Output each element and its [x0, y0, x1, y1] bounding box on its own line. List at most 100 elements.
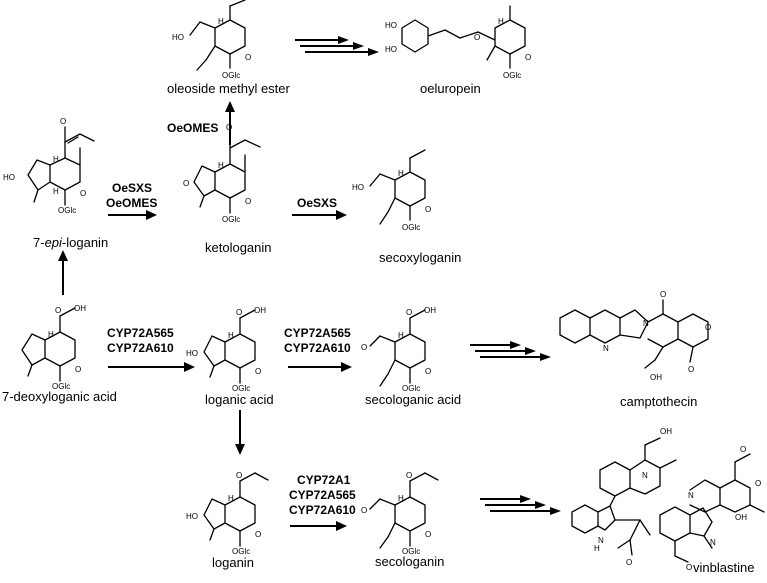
name-vinblastine: vinblastine [693, 560, 754, 575]
svg-text:O: O [660, 290, 666, 299]
svg-text:OGlc: OGlc [402, 223, 420, 232]
svg-text:OH: OH [74, 304, 86, 313]
name-secologanic-acid: secologanic acid [365, 392, 461, 407]
name-secologanin: secologanin [375, 554, 444, 569]
svg-text:O: O [361, 506, 367, 515]
svg-text:O: O [183, 179, 189, 188]
svg-text:HO: HO [352, 183, 364, 192]
arrow-oleoside-to-oeluropein [295, 36, 379, 56]
svg-text:OGlc: OGlc [222, 71, 240, 80]
structure-secologanic-acid: OH O O O OGlc H [361, 306, 436, 393]
svg-text:O: O [55, 306, 61, 315]
name-oeluropein: oeluropein [420, 81, 481, 96]
enzyme-oesxs-1: OeSXS [112, 181, 152, 195]
svg-text:N: N [643, 319, 649, 328]
svg-text:O: O [474, 33, 480, 42]
arrowhead-icon [146, 210, 157, 220]
arrow-secologanicacid-to-camptothecin [470, 341, 551, 361]
svg-text:OGlc: OGlc [52, 382, 70, 391]
svg-text:O: O [688, 365, 694, 374]
enzyme-cyp72a565-1: CYP72A565 [107, 326, 174, 340]
svg-text:O: O [425, 530, 431, 539]
structure-camptothecin: N N O O O OH [559, 290, 711, 382]
svg-text:O: O [236, 308, 242, 317]
svg-text:O: O [245, 53, 251, 62]
svg-text:OGlc: OGlc [503, 71, 521, 80]
svg-text:H: H [398, 331, 404, 340]
structure-secoxyloganin: HO O OGlc H [352, 149, 431, 232]
svg-text:OGlc: OGlc [402, 547, 420, 556]
svg-text:O: O [75, 365, 81, 374]
structure-7-deoxyloganic-acid: OH O O OGlc H [21, 304, 86, 391]
arrowhead-icon [235, 444, 245, 455]
structure-oeluropein: HO HO O O OGlc H [385, 5, 531, 80]
svg-text:OGlc: OGlc [402, 384, 420, 393]
svg-text:HO: HO [385, 45, 397, 54]
structure-vinblastine: OH N N H N N O O OH O O [571, 427, 765, 572]
svg-text:OH: OH [424, 306, 436, 315]
structure-ketologanin: O O O OGlc H [183, 123, 261, 224]
name-secoxyloganin: secoxyloganin [379, 250, 461, 265]
arrowhead-icon [58, 250, 68, 261]
svg-text:H: H [498, 17, 504, 26]
enzyme-oeomes-up: OeOMES [167, 121, 218, 135]
svg-text:O: O [406, 308, 412, 317]
svg-text:H: H [398, 169, 404, 178]
svg-text:O: O [60, 117, 66, 126]
name-loganin: loganin [212, 555, 254, 570]
svg-text:OH: OH [660, 427, 672, 436]
svg-text:HO: HO [186, 349, 198, 358]
svg-text:N: N [688, 491, 694, 500]
svg-text:HO: HO [385, 21, 397, 30]
svg-text:O: O [255, 367, 261, 376]
svg-text:O: O [255, 530, 261, 539]
svg-text:N: N [598, 536, 604, 545]
name-oleoside-methyl-ester: oleoside methyl ester [167, 81, 291, 96]
svg-text:O: O [525, 53, 531, 62]
svg-text:HO: HO [172, 33, 184, 42]
svg-text:N: N [710, 538, 716, 547]
svg-text:H: H [218, 17, 224, 26]
svg-text:H: H [228, 331, 234, 340]
svg-text:HO: HO [3, 173, 15, 182]
svg-text:O: O [425, 367, 431, 376]
structure-loganic-acid: OH O HO O OGlc H [186, 306, 266, 393]
enzyme-cyp72a610-1: CYP72A610 [107, 341, 174, 355]
svg-text:O: O [406, 471, 412, 480]
structure-secologanin: O O O OGlc H [361, 471, 439, 556]
arrowhead-icon [341, 362, 352, 372]
enzyme-cyp72a610-2: CYP72A610 [284, 341, 351, 355]
svg-text:OGlc: OGlc [58, 206, 76, 215]
name-ketologanin: ketologanin [205, 240, 272, 255]
svg-text:O: O [245, 197, 251, 206]
reaction-arrows [58, 36, 561, 531]
enzyme-labels: OeOMES OeSXS OeOMES OeSXS CYP72A565 CYP7… [106, 121, 356, 517]
svg-text:H: H [398, 494, 404, 503]
enzyme-cyp72a565-2: CYP72A565 [284, 326, 351, 340]
structure-oleoside-methyl-ester: HO O OGlc H [172, 0, 251, 80]
enzyme-cyp72a1: CYP72A1 [297, 473, 351, 487]
svg-text:OGlc: OGlc [232, 547, 250, 556]
svg-text:OH: OH [735, 513, 747, 522]
structure-loganin: O HO O OGlc H [186, 471, 269, 556]
svg-text:H: H [594, 544, 600, 553]
enzyme-cyp72a610-3: CYP72A610 [289, 503, 356, 517]
structure-7-epi-loganin: HO O O OGlc H H [3, 117, 95, 215]
svg-text:O: O [361, 343, 367, 352]
enzyme-oesxs-2: OeSXS [297, 196, 337, 210]
svg-text:O: O [80, 189, 86, 198]
svg-text:HO: HO [186, 512, 198, 521]
svg-text:N: N [603, 344, 609, 353]
svg-text:O: O [686, 563, 692, 572]
svg-text:N: N [642, 471, 648, 480]
svg-text:H: H [218, 161, 224, 170]
svg-text:H: H [53, 155, 59, 164]
enzyme-cyp72a565-3: CYP72A565 [289, 488, 356, 502]
arrowhead-icon [336, 210, 347, 220]
svg-text:OGlc: OGlc [232, 384, 250, 393]
svg-text:O: O [226, 123, 232, 132]
svg-text:O: O [705, 323, 711, 332]
arrowhead-icon [336, 521, 347, 531]
